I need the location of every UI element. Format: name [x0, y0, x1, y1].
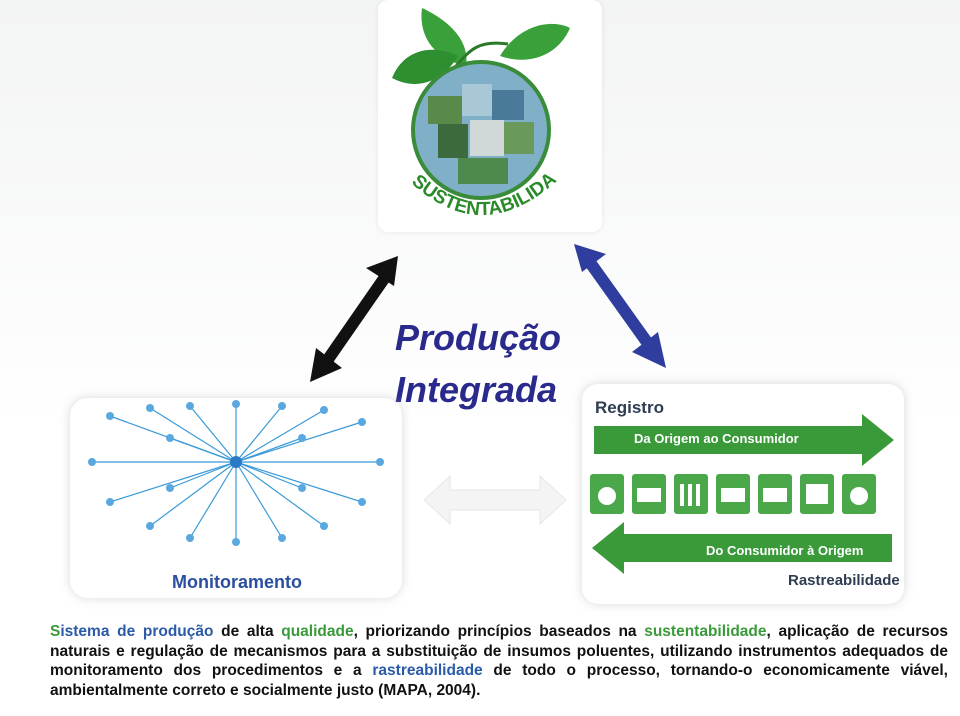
text-span: , priorizando princípios baseados na: [353, 623, 645, 640]
traceability-card: [582, 384, 904, 604]
back-arrow-label: Do Consumidor à Origem: [706, 543, 864, 558]
page-title: Produção Integrada: [395, 312, 615, 416]
text-span: de alta: [213, 623, 282, 640]
leaf-icon: [500, 23, 570, 60]
text-span: , aplicação de recursos naturais e regul…: [50, 623, 948, 680]
network-diagram-icon: [88, 400, 384, 546]
text-span: de todo o processo, tornando-o economica…: [50, 662, 948, 699]
rastreabilidade-label: Rastreabilidade: [788, 572, 900, 589]
leaf-icon: [392, 49, 458, 84]
faint-double-arrow-icon: [423, 474, 567, 526]
registro-label: Registro: [595, 398, 664, 417]
title-line-1: Produção: [395, 317, 562, 358]
forward-arrow-label: Da Origem ao Consumidor: [634, 431, 799, 446]
monitoring-label: Monitoramento: [172, 572, 302, 592]
blue-arrow-icon: [574, 244, 666, 368]
monitoring-card: [70, 398, 402, 598]
back-arrow-icon: [592, 522, 892, 574]
double-arrow-icon: [310, 256, 398, 382]
forward-arrow-icon: [594, 414, 894, 466]
leaf-icon: [421, 8, 467, 66]
description-paragraph: Sistema de produção de alta qualidade, p…: [50, 622, 948, 716]
text-span: qualidade: [281, 623, 354, 640]
text-span: sustentabilidade: [644, 623, 767, 640]
text-span: istema de produção: [60, 623, 214, 640]
title-line-2: Integrada: [395, 369, 558, 410]
text-span: rastreabilidade: [372, 662, 483, 680]
traceability-diagram: [590, 414, 894, 574]
sustentabilidade-image: SUSTENTABILIDADE: [371, 0, 570, 220]
sustentabilidade-logo: SUSTENTABILIDADE: [371, 0, 602, 232]
text-span: S: [50, 623, 61, 640]
